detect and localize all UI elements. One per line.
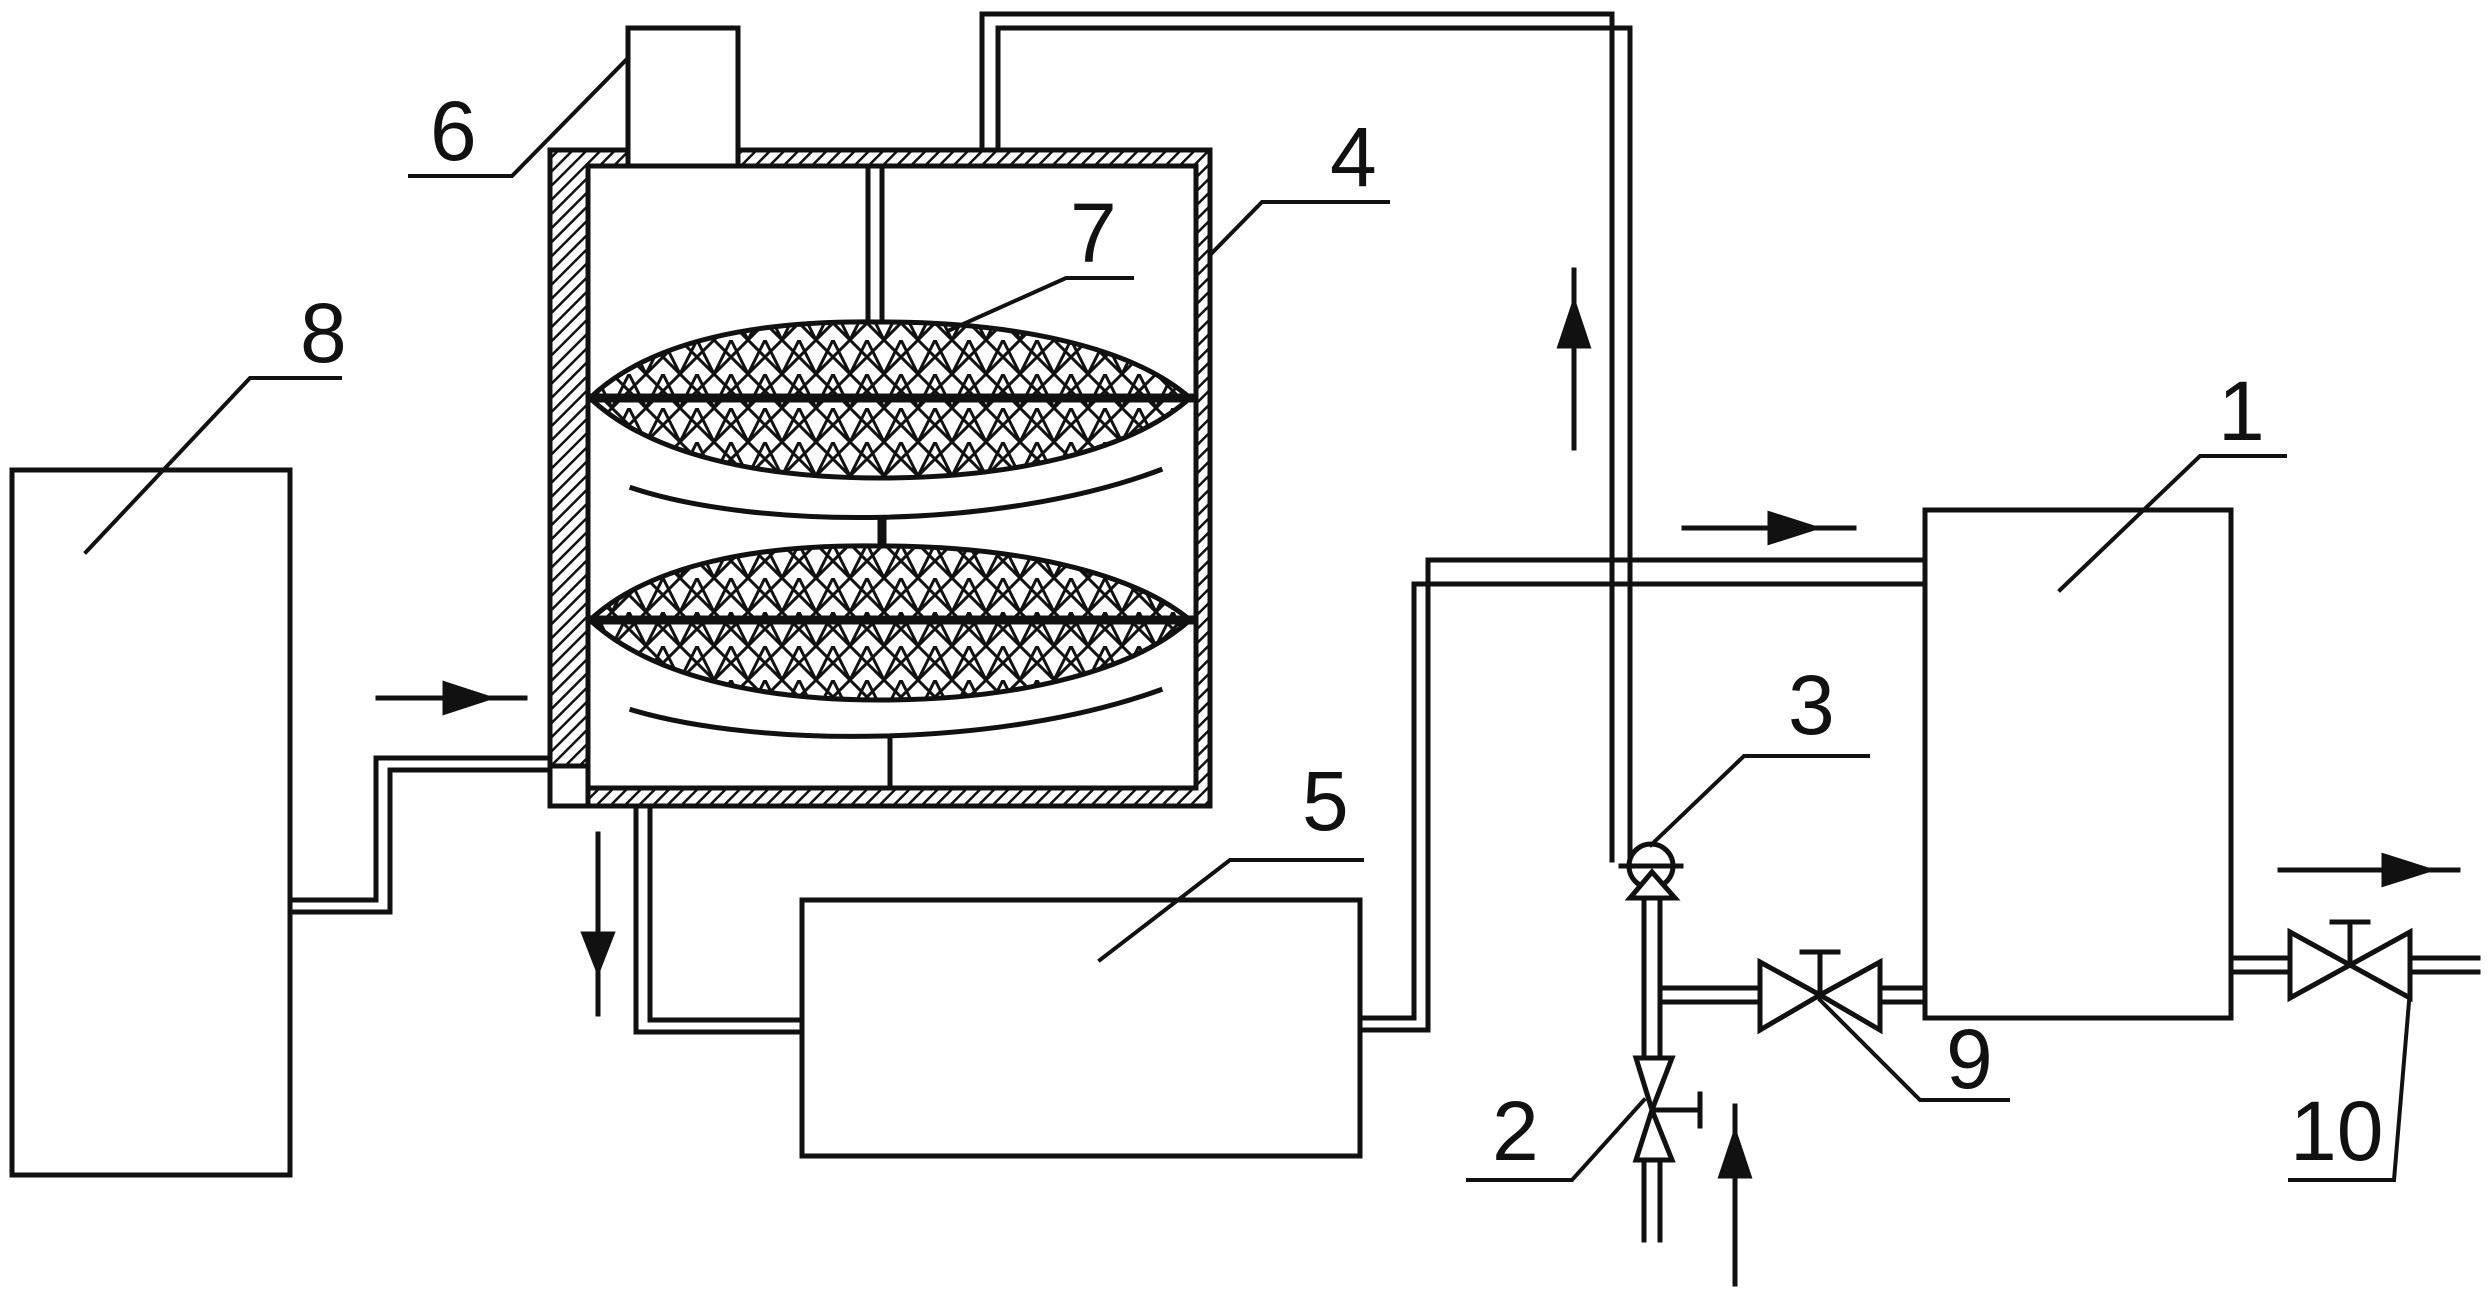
label-10: 10 — [2290, 1084, 2383, 1178]
label-1: 1 — [2218, 364, 2265, 458]
tank-1 — [1922, 507, 2234, 1021]
pipe-4-to-5 — [633, 803, 805, 1035]
pipe-branch-to-9 — [1657, 985, 1928, 1005]
leader-5 — [1097, 858, 1364, 963]
flow-arrow-into-tank-1 — [1681, 510, 1857, 546]
label-2: 2 — [1492, 1084, 1539, 1178]
tank-5 — [799, 897, 1363, 1159]
valve-10 — [2287, 919, 2413, 1003]
flow-arrow-into-reactor — [375, 680, 528, 716]
leader-3 — [1648, 754, 1870, 848]
leader-2 — [1466, 1097, 1647, 1182]
flow-arrow-reactor-drain — [580, 831, 616, 1017]
leader-8 — [83, 376, 342, 555]
label-7: 7 — [1070, 186, 1117, 280]
leader-lines — [83, 55, 2413, 1182]
label-8: 8 — [300, 286, 347, 380]
leader-4 — [1207, 200, 1390, 258]
pipe-8-to-4 — [287, 755, 558, 915]
leader-9 — [1817, 997, 2010, 1102]
label-6: 6 — [430, 84, 477, 178]
leader-7 — [947, 276, 1134, 333]
leader-1 — [2057, 454, 2287, 593]
box-6 — [625, 25, 741, 169]
pipe-2-to-3 — [1641, 895, 1663, 1243]
flow-arrow-outlet — [2277, 852, 2461, 888]
flow-arrow-return-up — [1556, 267, 1592, 451]
label-3: 3 — [1788, 658, 1835, 752]
flow-arrow-inlet-up — [1717, 1103, 1753, 1287]
valve-2 — [1632, 1055, 1703, 1163]
label-5: 5 — [1302, 754, 1349, 848]
leader-6 — [408, 55, 631, 178]
agitator-shaft — [865, 163, 885, 333]
tank-8 — [9, 467, 293, 1178]
valve-9 — [1757, 949, 1883, 1035]
membrane-element-7 — [585, 319, 1195, 791]
label-9: 9 — [1946, 1012, 1993, 1106]
pump-3 — [1618, 841, 1684, 901]
pipe-5-to-1 — [1357, 557, 1928, 1033]
label-4: 4 — [1330, 110, 1377, 204]
leader-10 — [2288, 987, 2413, 1182]
pipe-1-to-10 — [2228, 955, 2481, 975]
return-pipe-3-to-4 — [979, 11, 1633, 863]
